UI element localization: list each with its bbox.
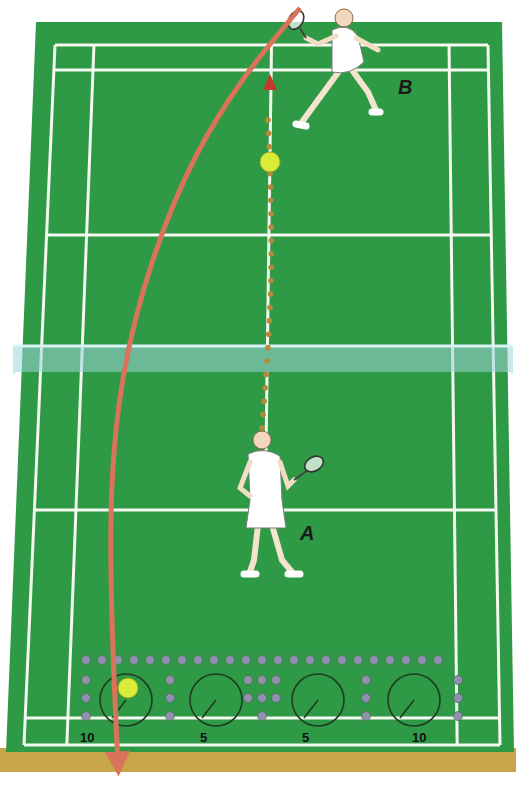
marker-dot <box>82 656 91 665</box>
flight-dot <box>266 144 272 150</box>
flight-dot <box>266 131 272 137</box>
flight-dot <box>268 278 274 284</box>
target-circle <box>292 674 344 726</box>
marker-dot <box>82 676 91 685</box>
flight-dot <box>268 251 274 257</box>
court-surface <box>6 22 514 752</box>
net <box>14 346 512 372</box>
flight-dot <box>260 412 266 418</box>
flight-dot <box>268 198 274 204</box>
court-line <box>488 45 500 745</box>
court-line <box>24 744 500 747</box>
marker-dot <box>258 656 267 665</box>
marker-dot <box>258 676 267 685</box>
score-number-holder: 10 <box>80 728 94 746</box>
score-number-holder: 5 <box>200 728 207 746</box>
marker-dot <box>274 656 283 665</box>
marker-dot <box>272 694 281 703</box>
flight-dot <box>269 238 275 244</box>
marker-dot <box>306 656 315 665</box>
flight-dot <box>267 318 273 324</box>
marker-dot <box>258 694 267 703</box>
marker-dot <box>272 676 281 685</box>
court-line <box>67 45 94 745</box>
marker-dot <box>338 656 347 665</box>
court-line <box>449 45 457 745</box>
flight-dot <box>262 385 268 391</box>
marker-dot <box>82 712 91 721</box>
marker-dot <box>178 656 187 665</box>
marker-dot <box>362 712 371 721</box>
target-circle <box>190 674 242 726</box>
marker-dot <box>402 656 411 665</box>
player-letter: A <box>300 522 314 544</box>
clear-trajectory <box>111 8 300 764</box>
net-post <box>13 346 15 374</box>
flight-dot <box>263 372 269 378</box>
flight-dot <box>268 224 274 230</box>
marker-dot <box>258 712 267 721</box>
net-post <box>511 346 513 374</box>
target-circle <box>388 674 440 726</box>
flight-dot <box>265 345 271 351</box>
marker-dot <box>98 656 107 665</box>
player-letter: B <box>398 76 412 98</box>
shuttle-ball <box>260 152 280 172</box>
flight-dot <box>268 211 274 217</box>
marker-dot <box>362 676 371 685</box>
marker-dot <box>418 656 427 665</box>
marker-dot <box>166 712 175 721</box>
flight-dot <box>268 184 274 190</box>
score-number-holder: 10 <box>412 728 426 746</box>
marker-dot <box>162 656 171 665</box>
score-number-holder: 5 <box>302 728 309 746</box>
target-circle <box>100 674 152 726</box>
court-line <box>24 45 55 745</box>
marker-dot <box>322 656 331 665</box>
score-number: 5 <box>200 730 207 745</box>
marker-dot <box>166 676 175 685</box>
marker-dot <box>454 694 463 703</box>
marker-dot <box>290 656 299 665</box>
flight-dot <box>264 358 270 364</box>
marker-dot <box>146 656 155 665</box>
shuttle-ball <box>118 678 138 698</box>
marker-dot <box>454 676 463 685</box>
player-figure <box>285 8 380 126</box>
marker-dot <box>82 694 91 703</box>
player-figure <box>240 431 326 574</box>
marker-dot <box>130 656 139 665</box>
cone-marker <box>263 74 277 90</box>
marker-dot <box>226 656 235 665</box>
marker-dot <box>244 676 253 685</box>
flight-dot <box>266 331 272 337</box>
marker-dot <box>354 656 363 665</box>
score-number: 5 <box>302 730 309 745</box>
flight-dot <box>267 305 273 311</box>
net-tape <box>14 345 512 348</box>
marker-dot <box>386 656 395 665</box>
marker-dot <box>362 694 371 703</box>
player-letter-holder: A <box>300 522 314 545</box>
flight-dot <box>268 291 274 297</box>
marker-dot <box>370 656 379 665</box>
player-letter-holder: B <box>398 76 412 99</box>
flight-dot <box>268 265 274 271</box>
marker-dot <box>242 656 251 665</box>
flight-dot <box>265 117 271 123</box>
score-number: 10 <box>412 730 426 745</box>
marker-dot <box>166 694 175 703</box>
marker-dot <box>244 694 253 703</box>
marker-dot <box>434 656 443 665</box>
score-number: 10 <box>80 730 94 745</box>
marker-dot <box>210 656 219 665</box>
flight-dot <box>261 398 267 404</box>
flight-dot <box>259 425 265 431</box>
marker-dot <box>454 712 463 721</box>
marker-dot <box>194 656 203 665</box>
